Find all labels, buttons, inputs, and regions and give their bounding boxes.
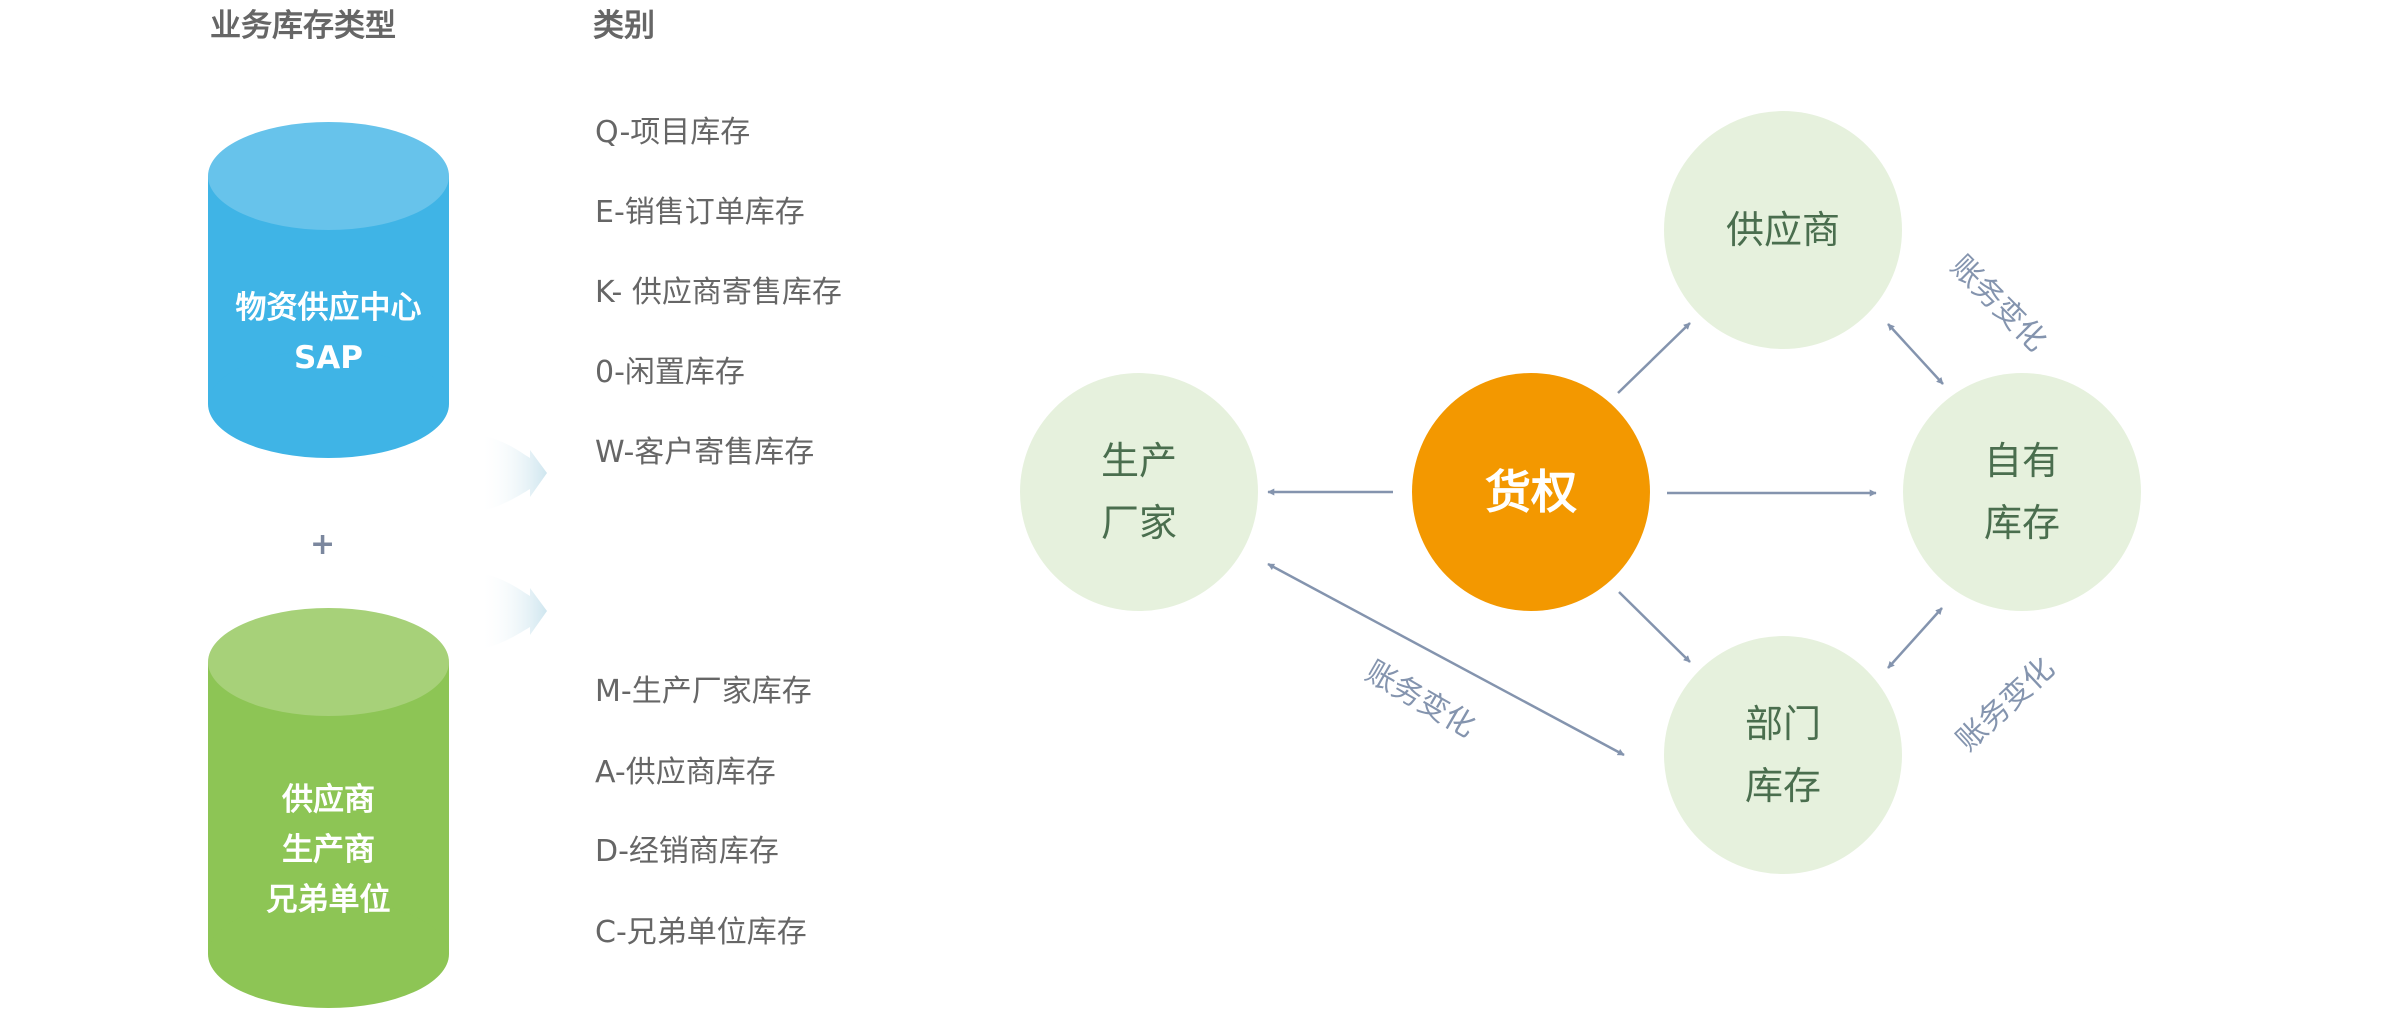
- cylinder-label-line-1: 供应商: [282, 782, 375, 818]
- node-supplier: 供应商: [1664, 111, 1902, 349]
- category-item: K- 供应商寄售库存: [595, 275, 842, 310]
- plus-sign: +: [310, 527, 336, 562]
- cylinder-label-line-1: 物资供应中心: [235, 290, 422, 326]
- category-item: C-兄弟单位库存: [595, 915, 807, 950]
- cylinder-top: [208, 122, 449, 230]
- node-ownership: 货权: [1412, 373, 1650, 611]
- node-own-stock: 自有 库存: [1903, 373, 2141, 611]
- fade-arrow-icon: [480, 573, 547, 650]
- category-item: W-客户寄售库存: [595, 435, 815, 470]
- category-item: D-经销商库存: [595, 834, 779, 869]
- arrow-manufacturer-dept: [1267, 562, 1625, 757]
- arrow-to-supplier: [1617, 322, 1691, 394]
- cylinder-bottom: [208, 900, 449, 1008]
- node-dept-stock: 部门 库存: [1664, 636, 1902, 874]
- category-item: A-供应商库存: [595, 755, 776, 790]
- node-label: 供应商: [1725, 208, 1840, 252]
- fade-arrow-icon: [480, 435, 547, 512]
- header-business-inventory-type: 业务库存类型: [210, 8, 396, 44]
- node-manufacturer: 生产 厂家: [1020, 373, 1258, 611]
- category-item: Q-项目库存: [595, 115, 751, 150]
- cylinder-label-line-2: 生产商: [282, 832, 375, 868]
- category-item: 0-闲置库存: [595, 355, 745, 390]
- arrow-to-dept-stock: [1618, 591, 1691, 663]
- category-item: E-销售订单库存: [595, 195, 805, 230]
- node-label: 自有 库存: [1983, 439, 2060, 545]
- cylinder-label-line-2: SAP: [293, 340, 364, 376]
- category-item: M-生产厂家库存: [595, 674, 812, 709]
- header-category: 类别: [593, 8, 655, 44]
- arrow-dept-own: [1887, 607, 1943, 669]
- cylinder-material-supply-center: 物资供应中心 SAP: [208, 122, 449, 458]
- arrow-supplier-own: [1887, 323, 1944, 385]
- cylinder-label-line-3: 兄弟单位: [266, 882, 391, 918]
- node-label: 货权: [1485, 465, 1577, 519]
- cylinder-suppliers-manufacturers: 供应商 生产商 兄弟单位: [208, 608, 449, 1008]
- node-label: 生产 厂家: [1100, 439, 1177, 545]
- cylinder-bottom: [208, 350, 449, 458]
- cylinder-top: [208, 608, 449, 716]
- node-label: 部门 库存: [1744, 702, 1821, 808]
